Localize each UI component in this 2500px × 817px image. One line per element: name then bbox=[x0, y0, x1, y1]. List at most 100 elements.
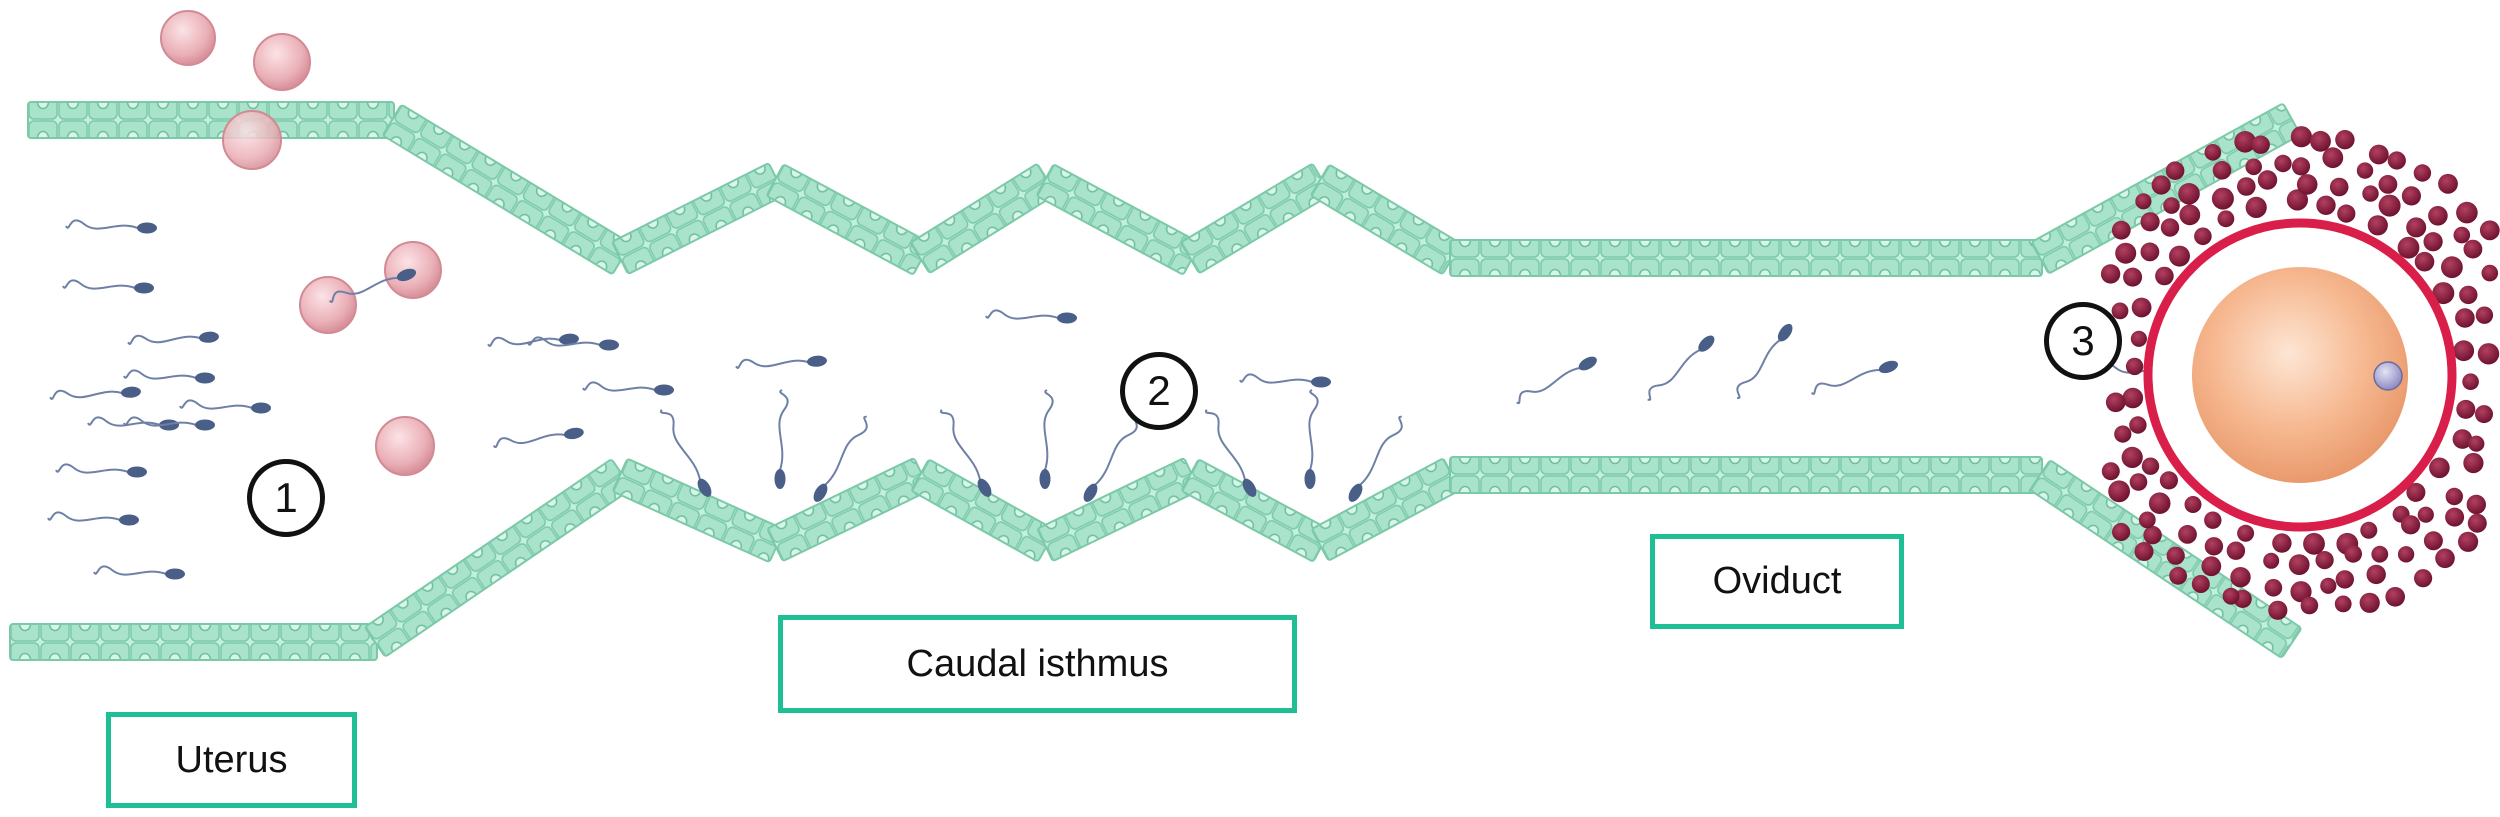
cumulus-cell-icon bbox=[2237, 524, 2255, 542]
sperm-icon bbox=[127, 331, 219, 345]
cumulus-cell-icon bbox=[2217, 210, 2235, 228]
epithelium-segment bbox=[611, 163, 785, 275]
cumulus-cell-icon bbox=[2211, 187, 2234, 210]
cumulus-cell-icon bbox=[2125, 357, 2144, 376]
cumulus-cell-icon bbox=[2316, 195, 2336, 215]
sperm-icon bbox=[65, 219, 157, 234]
cumulus-cell-icon bbox=[2423, 232, 2443, 252]
step-3-number: 3 bbox=[2071, 317, 2095, 364]
cumulus-cell-icon bbox=[2288, 554, 2310, 575]
cumulus-cell-icon bbox=[2204, 537, 2224, 556]
cumulus-cell-icon bbox=[2290, 126, 2312, 148]
leukocyte-group bbox=[160, 10, 442, 476]
cumulus-cell-icon bbox=[2268, 600, 2288, 620]
cumulus-cell-icon bbox=[2140, 212, 2160, 232]
leukocyte-icon bbox=[160, 10, 216, 66]
cumulus-cell-icon bbox=[2111, 220, 2131, 240]
cumulus-cell-icon bbox=[2466, 494, 2486, 515]
cumulus-cell-icon bbox=[2264, 579, 2283, 597]
cumulus-cell-icon bbox=[2467, 513, 2487, 533]
cumulus-cell-icon bbox=[2111, 302, 2129, 320]
caudal-isthmus-label-text: Caudal isthmus bbox=[906, 642, 1169, 685]
cumulus-cell-icon bbox=[2385, 587, 2405, 607]
cumulus-cell-icon bbox=[2290, 581, 2312, 603]
uterus-label-text: Uterus bbox=[175, 738, 288, 781]
cumulus-cell-icon bbox=[2423, 531, 2443, 551]
epithelium-segment bbox=[1180, 163, 1331, 274]
sperm-icon bbox=[1736, 323, 1793, 399]
epithelium-segment bbox=[1036, 164, 1201, 275]
cumulus-cell-icon bbox=[2123, 267, 2143, 287]
cumulus-cell-icon bbox=[2303, 532, 2325, 555]
cumulus-cell-icon bbox=[2335, 130, 2355, 150]
cumulus-cell-icon bbox=[2194, 227, 2212, 246]
cumulus-cell-icon bbox=[2401, 515, 2421, 535]
cumulus-cell-icon bbox=[2477, 343, 2500, 365]
cumulus-cell-icon bbox=[2296, 174, 2318, 195]
caudal-isthmus-label: Caudal isthmus bbox=[778, 615, 1297, 713]
cumulus-cell-icon bbox=[2401, 186, 2421, 206]
cumulus-cell-icon bbox=[2406, 482, 2426, 502]
cumulus-cell-icon bbox=[2148, 492, 2171, 514]
sperm-icon bbox=[527, 336, 619, 351]
cumulus-cell-icon bbox=[2435, 548, 2455, 569]
cumulus-cell-icon bbox=[2463, 452, 2484, 474]
cumulus-cell-icon bbox=[2445, 507, 2465, 527]
cumulus-cell-icon bbox=[2204, 144, 2222, 161]
cumulus-cell-icon bbox=[2204, 511, 2222, 529]
cumulus-cell-icon bbox=[2413, 164, 2432, 182]
epithelium-segment bbox=[1037, 457, 1200, 562]
step-1-number: 1 bbox=[274, 474, 298, 521]
cumulus-cell-icon bbox=[2163, 197, 2180, 214]
cumulus-cell-icon bbox=[2337, 204, 2356, 223]
cumulus-cell-icon bbox=[2274, 154, 2292, 173]
cumulus-cell-icon bbox=[2441, 256, 2463, 279]
sperm-icon bbox=[735, 355, 827, 369]
oviduct-label: Oviduct bbox=[1650, 534, 1904, 629]
cumulus-cell-icon bbox=[2334, 595, 2352, 613]
cumulus-cell-icon bbox=[2371, 545, 2389, 563]
cumulus-cell-icon bbox=[2257, 170, 2278, 190]
cumulus-cell-icon bbox=[2445, 487, 2463, 506]
cumulus-cell-icon bbox=[2387, 151, 2406, 170]
cumulus-cell-icon bbox=[2272, 533, 2292, 553]
cumulus-cell-icon bbox=[2291, 157, 2311, 176]
cumulus-cell-icon bbox=[2320, 577, 2337, 594]
cumulus-cell-icon bbox=[2237, 177, 2256, 196]
cumulus-cell-icon bbox=[2378, 194, 2401, 217]
epithelium-segment bbox=[767, 457, 930, 562]
epithelium-walls bbox=[9, 101, 2302, 661]
cumulus-cell-icon bbox=[2432, 282, 2455, 305]
cumulus-cell-icon bbox=[2367, 215, 2388, 236]
leukocyte-icon bbox=[253, 33, 311, 91]
epithelium-segment bbox=[2030, 460, 2302, 658]
step-1-marker: 1 bbox=[247, 459, 325, 537]
cumulus-cell-icon bbox=[2300, 596, 2319, 615]
oocyte-icon bbox=[2192, 267, 2408, 483]
cumulus-cell-icon bbox=[2458, 531, 2479, 552]
leukocyte-icon bbox=[375, 416, 435, 476]
cumulus-cell-icon bbox=[2479, 220, 2500, 241]
step-2-marker: 2 bbox=[1120, 352, 1198, 430]
cumulus-cell-icon bbox=[2121, 446, 2143, 468]
epithelium-segment bbox=[766, 164, 931, 275]
cumulus-cell-icon bbox=[2115, 242, 2137, 264]
cumulus-cell-icon bbox=[2362, 185, 2379, 202]
polar-body-icon bbox=[2373, 361, 2403, 391]
cumulus-cell-icon bbox=[2191, 575, 2210, 593]
sperm-icon bbox=[55, 463, 147, 478]
cumulus-cell-icon bbox=[2406, 217, 2427, 238]
cumulus-cell-icon bbox=[2463, 239, 2483, 259]
cumulus-cell-icon bbox=[2428, 206, 2448, 226]
step-2-number: 2 bbox=[1147, 367, 1171, 414]
cumulus-cell-icon bbox=[2166, 546, 2185, 565]
sperm-icon bbox=[492, 427, 584, 449]
cumulus-cell-icon bbox=[2184, 496, 2202, 513]
cumulus-cell-icon bbox=[2179, 204, 2201, 226]
sperm-icon bbox=[1204, 409, 1257, 497]
cumulus-cell-icon bbox=[2459, 285, 2478, 305]
epithelium-segment bbox=[27, 101, 395, 139]
cumulus-cell-icon bbox=[2155, 266, 2174, 286]
cumulus-cell-icon bbox=[2344, 545, 2362, 563]
cumulus-cell-icon bbox=[2234, 131, 2256, 153]
